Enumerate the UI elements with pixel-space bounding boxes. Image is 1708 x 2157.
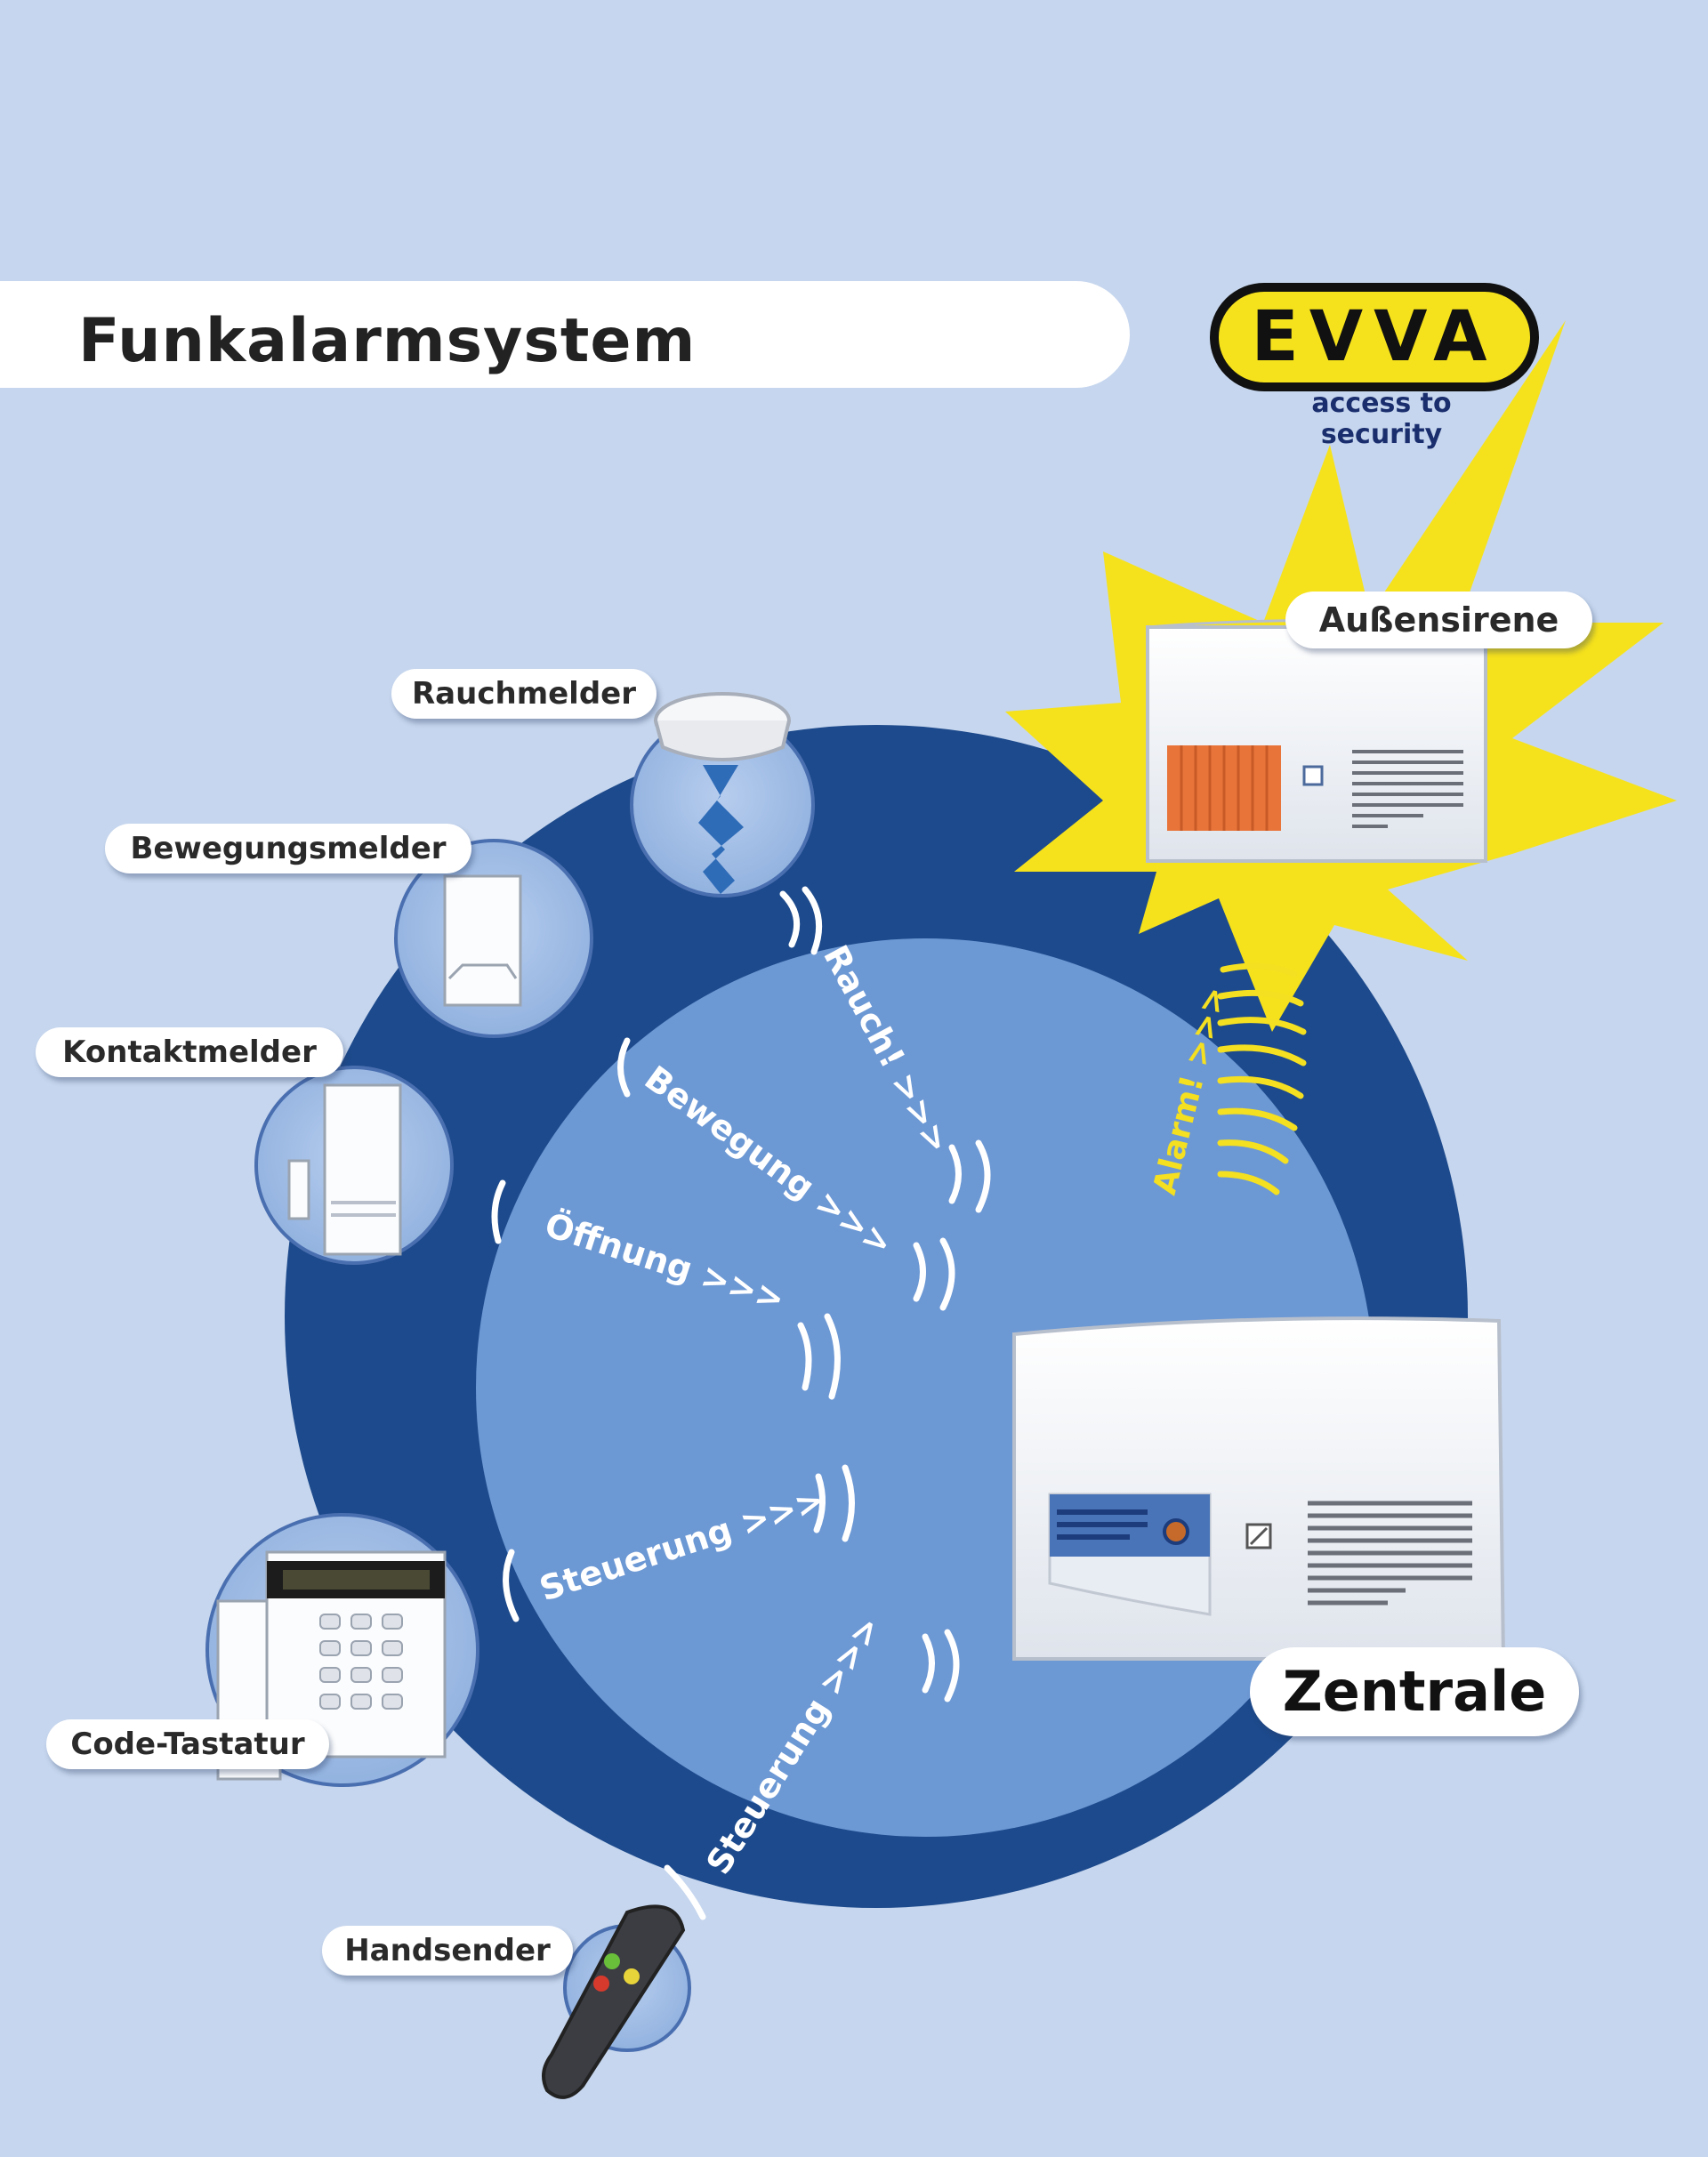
alarm-waves [1217,962,1307,1195]
label-kontaktmelder: Kontaktmelder [36,1027,343,1077]
label-handsender: Handsender [322,1926,573,1976]
page-title: Funkalarmsystem [78,306,697,376]
logo-tagline: access to security [1311,388,1452,450]
label-zentrale: Zentrale [1250,1647,1579,1736]
contact-detector-bubble [254,1066,454,1265]
motion-detector-bubble [394,839,593,1038]
label-bewegungsmelder: Bewegungsmelder [105,824,471,873]
remote-bubble [542,1904,691,2099]
title-bar: Funkalarmsystem [0,281,1130,388]
control-panel-device [1012,1316,1506,1661]
signal-waves [491,886,991,1920]
evva-logo: EVVA [1210,283,1539,391]
label-rauchmelder: Rauchmelder [391,669,657,719]
label-code-tastatur: Code-Tastatur [46,1719,329,1769]
logo-wordmark: EVVA [1251,297,1498,377]
keypad-bubble [205,1513,479,1787]
smoke-detector-bubble [630,692,815,897]
label-aussensirene: Außensirene [1285,592,1592,648]
siren-device [1146,619,1487,863]
